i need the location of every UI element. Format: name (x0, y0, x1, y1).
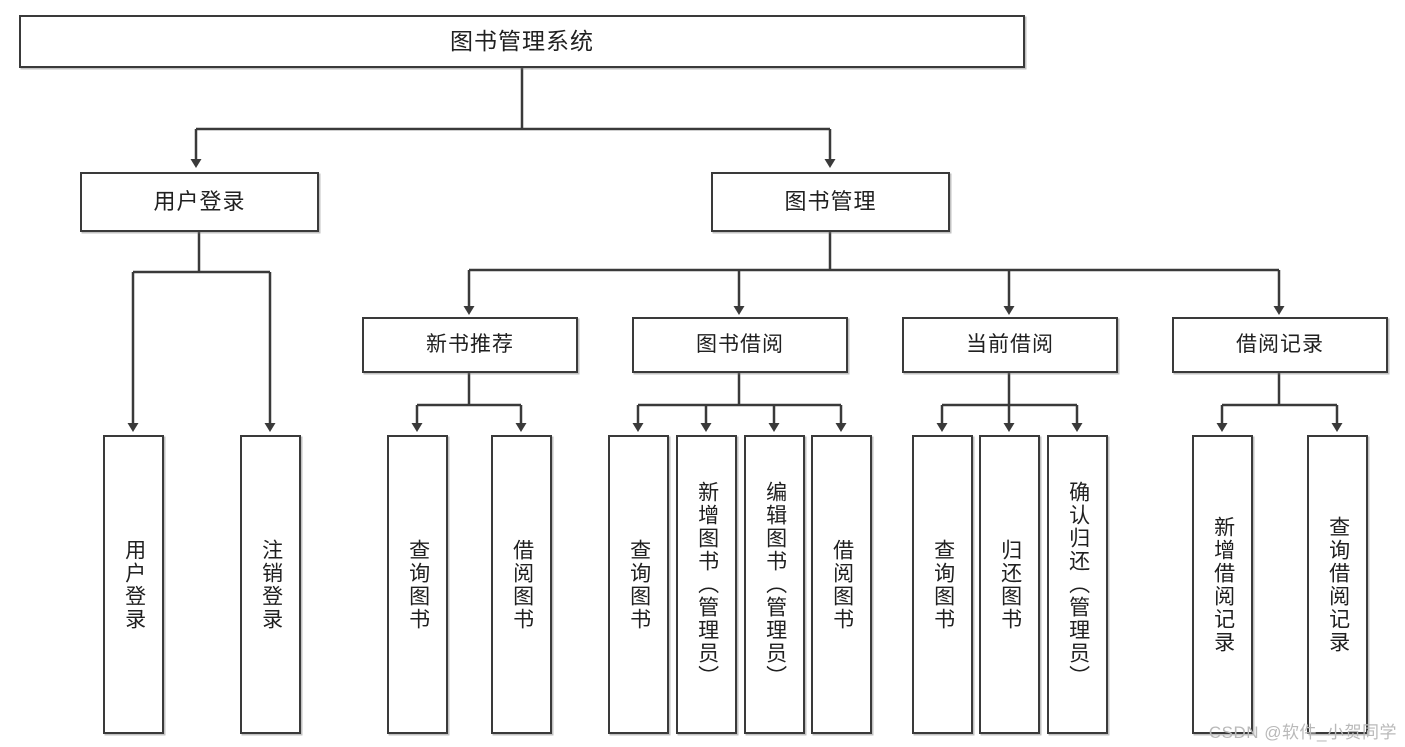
node-leaf-logout-label: 注销登录 (259, 538, 283, 631)
node-leaf-user-login[interactable]: 用户登录 (103, 435, 164, 734)
node-leaf-borrow-book-1[interactable]: 借阅图书 (491, 435, 552, 734)
node-new-book-recommend[interactable]: 新书推荐 (362, 317, 578, 373)
node-leaf-confirm-return-label: 确认归还（管理员） (1066, 481, 1090, 688)
node-leaf-query-book-2[interactable]: 查询图书 (608, 435, 669, 734)
node-user-login[interactable]: 用户登录 (80, 172, 319, 232)
node-leaf-query-record[interactable]: 查询借阅记录 (1307, 435, 1368, 734)
node-leaf-logout[interactable]: 注销登录 (240, 435, 301, 734)
node-new-book-recommend-label: 新书推荐 (426, 332, 514, 356)
node-user-login-label: 用户登录 (153, 189, 246, 215)
node-leaf-edit-book[interactable]: 编辑图书（管理员） (744, 435, 805, 734)
node-leaf-return-book-label: 归还图书 (998, 538, 1022, 631)
node-leaf-query-book-3[interactable]: 查询图书 (912, 435, 973, 734)
node-book-manage[interactable]: 图书管理 (711, 172, 950, 232)
node-book-borrow[interactable]: 图书借阅 (632, 317, 848, 373)
node-leaf-borrow-book-2[interactable]: 借阅图书 (811, 435, 872, 734)
node-leaf-confirm-return[interactable]: 确认归还（管理员） (1047, 435, 1108, 734)
node-root-label: 图书管理系统 (450, 27, 594, 54)
node-borrow-record[interactable]: 借阅记录 (1172, 317, 1388, 373)
node-leaf-borrow-book-2-label: 借阅图书 (830, 538, 854, 631)
node-book-manage-label: 图书管理 (784, 189, 877, 215)
node-current-borrow[interactable]: 当前借阅 (902, 317, 1118, 373)
node-borrow-record-label: 借阅记录 (1236, 332, 1324, 356)
node-leaf-query-book-1[interactable]: 查询图书 (387, 435, 448, 734)
node-book-borrow-label: 图书借阅 (696, 332, 784, 356)
node-current-borrow-label: 当前借阅 (966, 332, 1054, 356)
node-leaf-query-book-1-label: 查询图书 (406, 538, 430, 631)
node-leaf-user-login-label: 用户登录 (122, 538, 146, 631)
node-leaf-add-book-label: 新增图书（管理员） (695, 481, 719, 688)
node-leaf-add-book[interactable]: 新增图书（管理员） (676, 435, 737, 734)
node-leaf-query-record-label: 查询借阅记录 (1326, 515, 1350, 654)
node-leaf-query-book-2-label: 查询图书 (627, 538, 651, 631)
node-root[interactable]: 图书管理系统 (19, 15, 1025, 68)
node-leaf-edit-book-label: 编辑图书（管理员） (763, 481, 787, 688)
node-leaf-add-record-label: 新增借阅记录 (1211, 515, 1235, 654)
node-leaf-return-book[interactable]: 归还图书 (979, 435, 1040, 734)
watermark: CSDN @软件_小贺同学 (1208, 723, 1397, 742)
node-leaf-borrow-book-1-label: 借阅图书 (510, 538, 534, 631)
node-leaf-query-book-3-label: 查询图书 (931, 538, 955, 631)
node-leaf-add-record[interactable]: 新增借阅记录 (1192, 435, 1253, 734)
